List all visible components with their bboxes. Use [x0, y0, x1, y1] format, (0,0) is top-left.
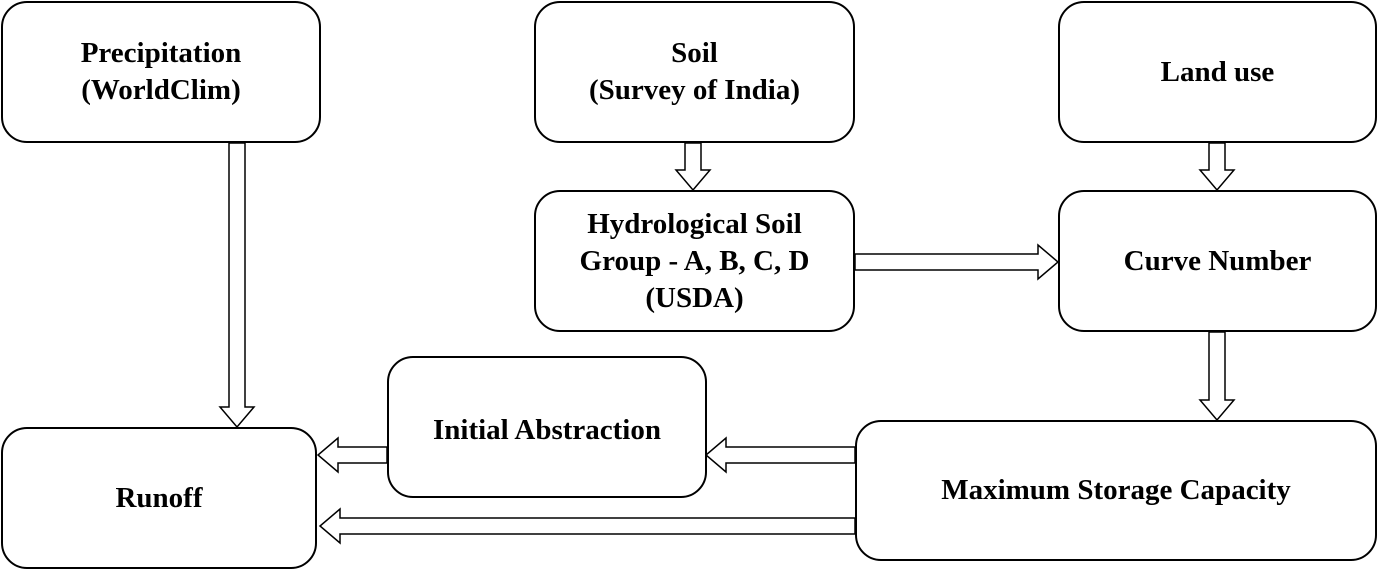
arrow-soil-to-hydrological-soil-group [674, 142, 712, 192]
arrow-maximum-storage-capacity-to-runoff [318, 507, 856, 545]
curve-number-node: Curve Number [1058, 190, 1377, 332]
arrow-land-use-to-curve-number [1198, 142, 1236, 192]
arrow-precipitation-to-runoff [218, 142, 256, 429]
land-use-node: Land use [1058, 1, 1377, 143]
arrow-curve-number-to-maximum-storage-capacity [1198, 331, 1236, 422]
runoff-node: Runoff [1, 427, 317, 569]
maximum-storage-capacity-node: Maximum Storage Capacity [855, 420, 1377, 561]
initial-abstraction-node: Initial Abstraction [387, 356, 707, 498]
arrow-initial-abstraction-to-runoff [316, 436, 388, 474]
precipitation-node: Precipitation (WorldClim) [1, 1, 321, 143]
hydrological-soil-group-node: Hydrological Soil Group - A, B, C, D (US… [534, 190, 855, 332]
arrow-hydrological-soil-group-to-curve-number [854, 243, 1060, 281]
arrow-maximum-storage-capacity-to-initial-abstraction [704, 436, 856, 474]
soil-node: Soil (Survey of India) [534, 1, 855, 143]
